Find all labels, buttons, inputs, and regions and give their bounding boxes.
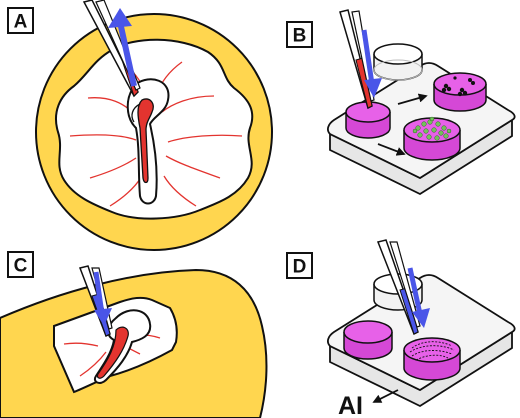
ai-arrow — [372, 389, 399, 403]
magenta-well-green-b — [403, 116, 461, 161]
blue-arrow-down-icon — [93, 271, 112, 326]
panel-b-label-box — [286, 21, 313, 48]
ai-label: AI — [338, 392, 363, 418]
arrow-to-dots-well — [397, 93, 428, 105]
culture-tray-d — [327, 274, 516, 408]
panel-b: B — [286, 9, 516, 196]
magenta-well-dots-b — [433, 72, 487, 112]
magenta-well-streak-d — [403, 337, 461, 381]
arrow-to-green-well — [377, 143, 406, 156]
blue-arrow-up-icon — [108, 8, 137, 87]
panel-a-label: A — [14, 12, 28, 33]
blue-arrow-down-icon — [361, 29, 382, 98]
panel-c-label-box — [7, 251, 34, 278]
magenta-well-left-b — [345, 101, 391, 139]
blood-vessels-a — [69, 61, 243, 207]
panel-a-label-box — [7, 7, 34, 34]
panel-c-label: C — [14, 256, 28, 277]
pipette-needle-b — [339, 9, 375, 110]
panel-a: A — [7, 0, 273, 251]
panel-d-label: D — [293, 257, 307, 278]
embryo-a — [126, 78, 170, 205]
blue-arrow-down-icon — [407, 267, 430, 328]
egg-window-a — [55, 38, 254, 220]
transfer-arrows-b — [377, 93, 428, 156]
magenta-well-left-d — [343, 320, 393, 360]
panel-b-label: B — [293, 26, 307, 47]
panel-d-label-box — [286, 252, 313, 279]
empty-well-b — [373, 43, 423, 81]
pipette-needle-d — [376, 239, 421, 336]
panel-c: C — [0, 251, 268, 418]
panel-d: D — [286, 239, 516, 418]
